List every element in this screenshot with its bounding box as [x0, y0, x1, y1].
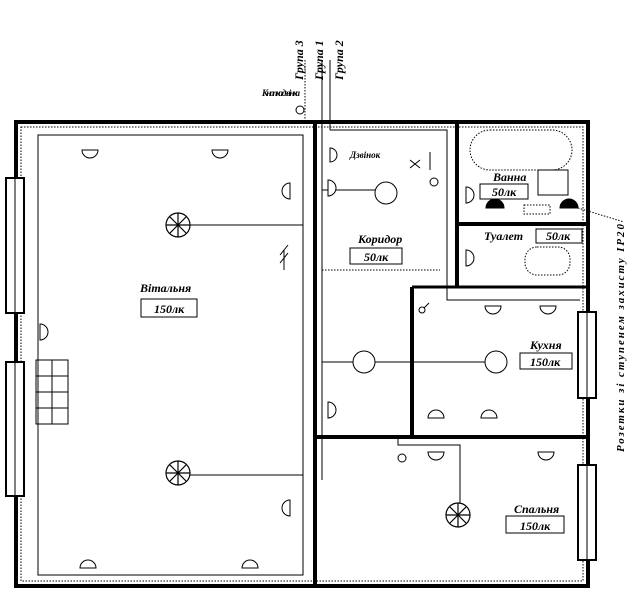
room-name-bedroom: Спальня — [514, 502, 559, 516]
socket-icon — [427, 409, 445, 419]
socket-icon — [327, 179, 337, 197]
bell-button-icon[interactable] — [295, 105, 305, 115]
room-name-living: Вітальня — [139, 281, 191, 295]
group-2-label: Група 2 — [332, 40, 346, 81]
socket-icon — [79, 559, 97, 569]
switch-icon[interactable] — [397, 453, 407, 463]
socket-icon — [537, 451, 555, 461]
lux-bath: 50лк — [492, 185, 517, 199]
sockets — [39, 149, 579, 569]
lux-living: 150лк — [154, 302, 185, 316]
socket-icon — [484, 305, 502, 315]
socket-icon — [39, 323, 49, 341]
switch-icon[interactable] — [409, 152, 431, 170]
group2-route — [330, 129, 580, 301]
room-name-toilet: Туалет — [484, 229, 523, 243]
socket-icon — [211, 149, 229, 159]
ceiling-lamp-icon — [374, 181, 398, 205]
lux-box — [535, 228, 583, 244]
washbasin — [537, 169, 569, 196]
switch-icon[interactable] — [279, 244, 289, 270]
socket-icon — [81, 149, 99, 159]
ip20-socket-icon — [485, 198, 505, 209]
toilet-bowl — [524, 246, 571, 276]
switch-icon[interactable] — [423, 302, 430, 309]
room-name-bath: Ванна — [492, 170, 526, 184]
bedroom-wire — [397, 437, 461, 515]
socket-note: Розетки зі ступенем захисту IP20 — [615, 223, 627, 452]
ceiling-lamp-icon — [352, 350, 376, 374]
bell-button-label: Кнопка дзвінка — [261, 88, 301, 98]
shelf — [523, 204, 551, 215]
bell-label: Дзвінок — [349, 150, 381, 160]
socket-icon — [281, 499, 291, 517]
room-name-kitchen: Кухня — [529, 338, 562, 352]
switches — [279, 152, 439, 463]
bathtub — [469, 129, 573, 171]
living-lamp-wire — [178, 225, 304, 476]
lux-box — [349, 247, 403, 265]
socket-icon — [241, 559, 259, 569]
lux-box — [479, 183, 529, 200]
note-leader — [577, 207, 625, 223]
switch-icon[interactable] — [418, 306, 426, 314]
socket-icon — [327, 401, 337, 419]
group-1-label: Група 1 — [312, 40, 326, 81]
chandelier-icon — [445, 502, 471, 528]
socket-icon — [539, 305, 557, 315]
socket-icon — [465, 186, 475, 204]
socket-icon — [465, 249, 475, 267]
lux-corridor: 50лк — [364, 250, 389, 264]
group-3-label: Група 3 — [292, 40, 306, 81]
switch-icon[interactable] — [429, 177, 439, 187]
ip20-socket-icon — [559, 198, 579, 209]
socket-icon — [480, 409, 498, 419]
lux-kitchen: 150лк — [530, 355, 561, 369]
living-wiring — [37, 134, 304, 576]
ceiling-lamp-icon — [484, 350, 508, 374]
chandelier-icon — [165, 460, 191, 486]
bell-icon — [329, 147, 338, 163]
lux-toilet: 50лк — [546, 229, 571, 243]
lux-bedroom: 150лк — [520, 519, 551, 533]
lux-box — [140, 298, 198, 318]
chandelier-icon — [165, 212, 191, 238]
socket-icon — [281, 182, 291, 200]
room-name-corridor: Коридор — [357, 232, 402, 246]
lux-box — [505, 515, 565, 534]
socket-icon — [427, 451, 445, 461]
lux-box — [519, 352, 573, 370]
